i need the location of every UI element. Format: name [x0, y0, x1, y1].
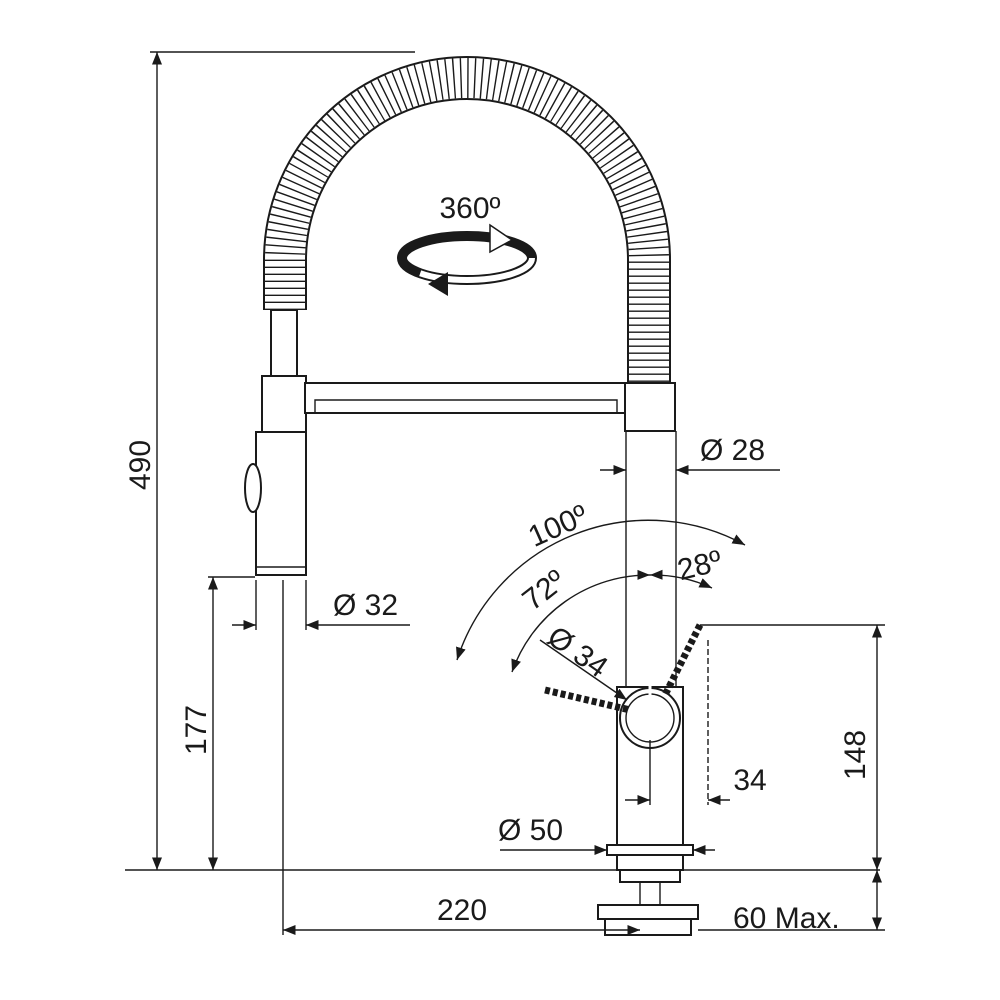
diameter-34-label: Ø 34	[541, 620, 613, 684]
spray-head	[244, 309, 307, 576]
diameter-50-label: Ø 50	[498, 814, 563, 847]
angle-100-label: 100º	[524, 499, 593, 554]
height-148-label: 148	[839, 730, 872, 780]
rotation-label: 360º	[439, 192, 500, 225]
offset-34-label: 34	[733, 764, 766, 797]
diameter-28-label: Ø 28	[700, 434, 765, 467]
rotation-arrow-icon	[397, 223, 537, 296]
spout-arm	[304, 382, 676, 432]
height-490-label: 490	[124, 440, 157, 490]
height-177-label: 177	[180, 705, 213, 755]
reach-220-label: 220	[437, 894, 487, 927]
spring-hose	[263, 56, 671, 382]
diameter-32-label: Ø 32	[333, 589, 398, 622]
angle-72-label: 72º	[517, 564, 572, 617]
deck-thickness-label: 60 Max.	[733, 902, 840, 935]
angle-28-label: 28º	[674, 544, 725, 587]
